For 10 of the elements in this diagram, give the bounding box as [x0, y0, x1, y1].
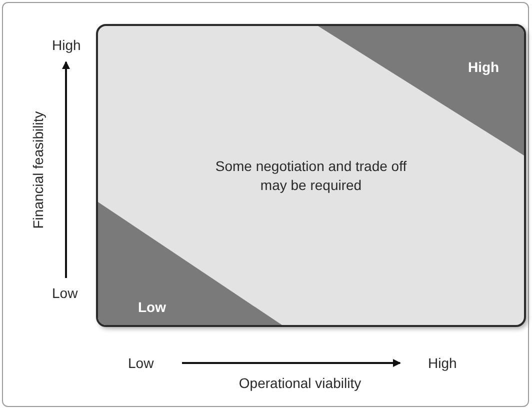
axis-title: Operational viability: [238, 374, 362, 392]
quadrant-note: Some negotiation and trade off may be required: [214, 156, 408, 194]
axis-label: High: [52, 36, 81, 54]
axis-label: Low: [52, 284, 78, 302]
axis-title: Financial feasibility: [29, 111, 47, 229]
axis-label: High: [428, 354, 457, 372]
region-label: Low: [138, 298, 166, 316]
axis-label: Low: [128, 354, 154, 372]
matrix-panel: [96, 24, 526, 327]
region-label: High: [468, 58, 500, 76]
